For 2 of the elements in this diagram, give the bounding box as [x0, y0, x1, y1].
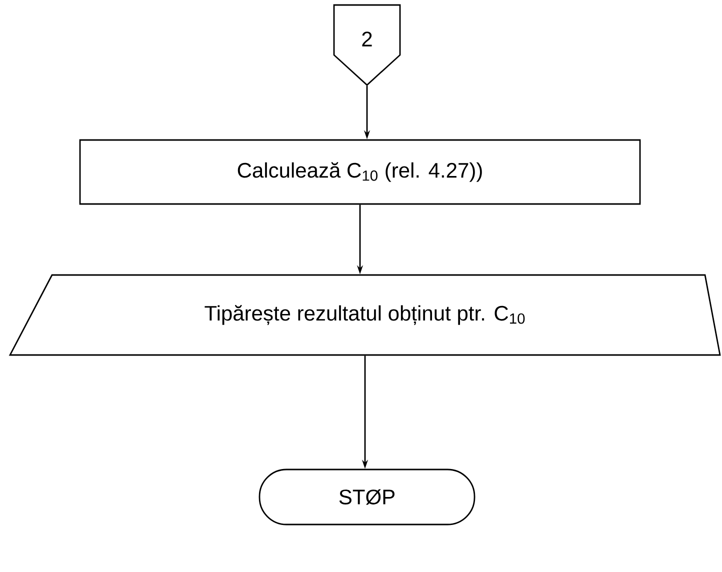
offpage-connector: 2 — [333, 4, 401, 86]
process-box: Calculează C$_{10}$ (rel. 4.27)) — [79, 139, 641, 205]
